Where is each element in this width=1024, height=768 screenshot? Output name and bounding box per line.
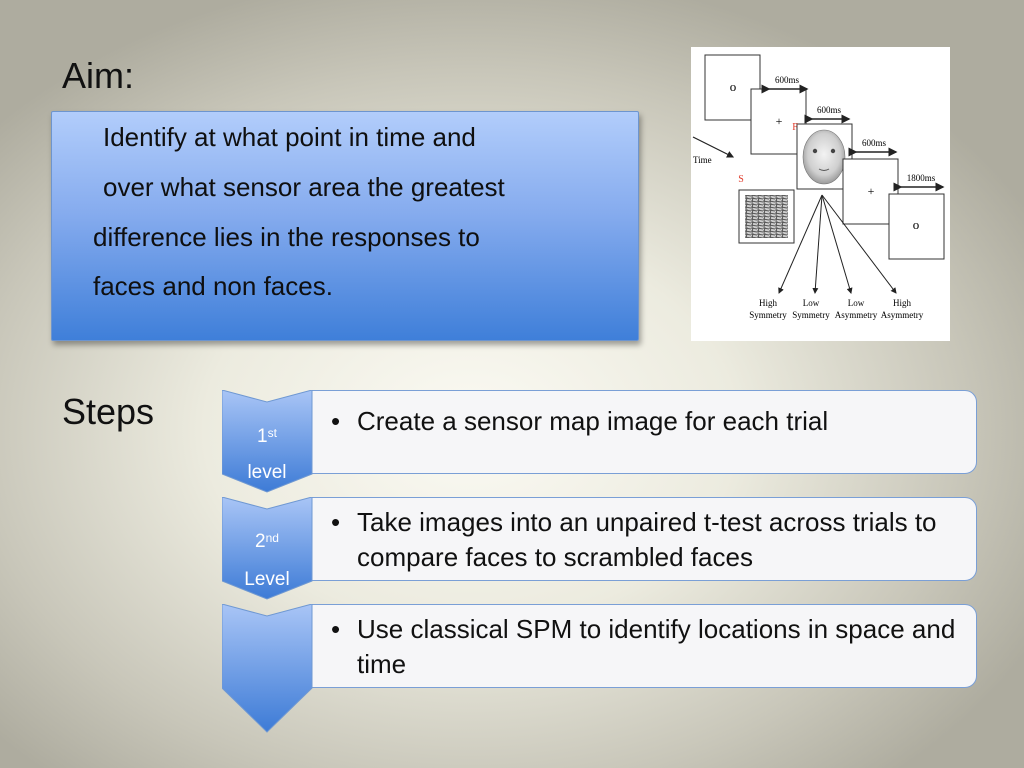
step-label-word: level	[247, 462, 287, 483]
steps-heading: Steps	[62, 391, 155, 432]
fixation-plus-label: +	[868, 184, 875, 198]
step-ordinal: nd	[265, 531, 279, 545]
fixation-o-label: o	[913, 217, 920, 232]
fixation-plus-label: +	[776, 114, 783, 128]
condition-label: Symmetry	[792, 310, 830, 320]
condition-label: Low	[803, 298, 820, 308]
duration-label: 600ms	[862, 138, 887, 148]
fixation-o-label: o	[730, 79, 737, 94]
aim-line: over what sensor area the greatest	[103, 172, 505, 202]
experiment-paradigm-figure: o + 600ms F 600ms + 600ms o 1800ms S Tim…	[691, 47, 950, 341]
condition-label: Asymmetry	[881, 310, 924, 320]
step-text: Use classical SPM to identify locations …	[357, 614, 956, 679]
condition-label: High	[759, 298, 778, 308]
step-ordinal: st	[267, 426, 277, 440]
condition-label: Symmetry	[749, 310, 787, 320]
duration-label: 600ms	[817, 105, 842, 115]
bullet: •	[331, 614, 341, 644]
aim-heading: Aim:	[62, 55, 134, 96]
step-text: Create a sensor map image for each trial	[357, 406, 829, 436]
face-marker: F	[792, 122, 798, 133]
scrambled-face-image	[745, 195, 788, 238]
aim-line: Identify at what point in time and	[103, 122, 476, 152]
step-number: 2	[255, 531, 266, 552]
step-label-number: 1st	[222, 420, 312, 454]
condition-label: High	[893, 298, 912, 308]
aim-line: difference lies in the responses to	[93, 222, 480, 252]
condition-label: Asymmetry	[835, 310, 878, 320]
time-label: Time	[693, 155, 712, 165]
step-card: • Create a sensor map image for each tri…	[310, 390, 977, 474]
step-label-word: Level	[244, 569, 290, 590]
step-text: Take images into an unpaired t-test acro…	[357, 507, 937, 572]
step-card: • Use classical SPM to identify location…	[310, 604, 977, 688]
scrambled-marker: S	[738, 174, 744, 185]
step-chevron	[222, 604, 313, 733]
fixation-frame-4	[888, 193, 945, 260]
aim-line: faces and non faces.	[93, 271, 333, 301]
duration-label: 600ms	[775, 75, 800, 85]
step-chevron	[222, 390, 313, 493]
bullet: •	[331, 507, 341, 537]
paradigm-diagram: o + 600ms F 600ms + 600ms o 1800ms S Tim…	[692, 54, 945, 320]
condition-label: Low	[848, 298, 865, 308]
step-number: 1	[257, 426, 268, 447]
aim-text-box: Identify at what point in time and over …	[51, 111, 639, 341]
step-label-number: 2nd	[222, 525, 312, 559]
bullet: •	[331, 406, 341, 436]
step-chevron	[222, 497, 313, 600]
step-card: • Take images into an unpaired t-test ac…	[310, 497, 977, 581]
face-image	[802, 129, 846, 185]
duration-label: 1800ms	[907, 173, 936, 183]
